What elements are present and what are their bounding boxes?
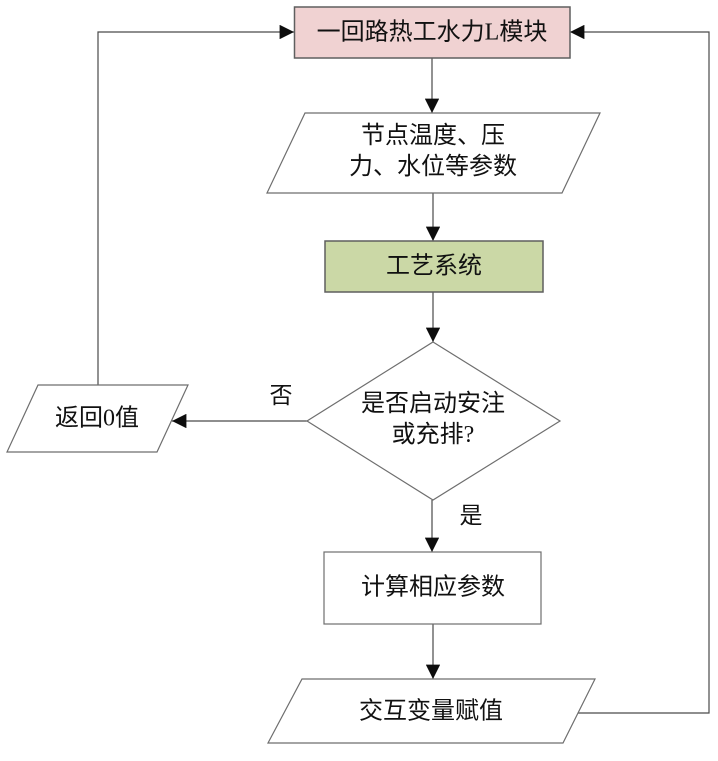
primary-module-box <box>293 6 571 59</box>
edge-left-feedback <box>97 24 294 385</box>
edge-right-feedback <box>570 24 710 714</box>
decision-diamond <box>305 341 562 501</box>
process-system-box <box>324 240 544 293</box>
calc-params-box <box>323 551 542 625</box>
node-params-parallelogram <box>266 112 601 194</box>
return-zero-parallelogram <box>6 384 189 453</box>
assign-vars-parallelogram <box>267 678 596 744</box>
